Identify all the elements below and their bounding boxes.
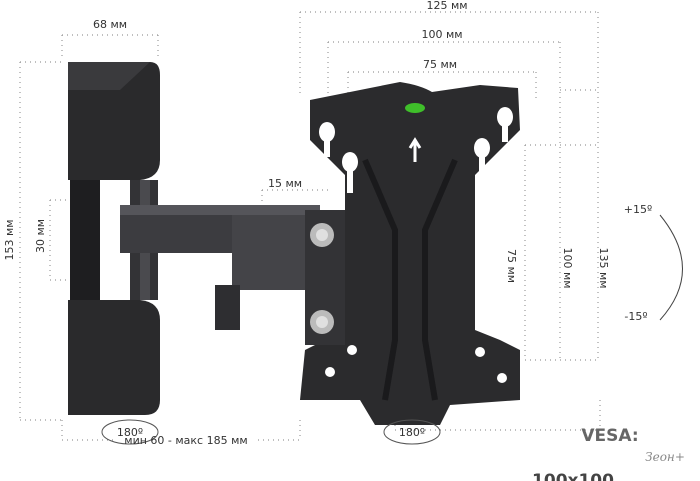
label-vesa-mid-height: 100 мм bbox=[561, 247, 574, 288]
label-vesa-outer-width: 125 мм bbox=[426, 0, 467, 12]
label-vesa-outer-height: 135 мм bbox=[597, 247, 610, 288]
label-arm-plate-width: 68 мм bbox=[93, 18, 127, 31]
swivel-tv-icon bbox=[383, 419, 441, 445]
label-swivel-wall: 180º bbox=[117, 426, 143, 439]
label-tilt-down: -15º bbox=[624, 310, 647, 323]
vesa-label: VESA: bbox=[581, 426, 638, 446]
dimension-lines bbox=[19, 11, 683, 441]
label-bracket-gap: 15 мм bbox=[268, 177, 302, 190]
label-vesa-mid-width: 100 мм bbox=[421, 28, 462, 41]
label-vesa-inner-width: 75 мм bbox=[423, 58, 457, 71]
label-extension: мин 60 - макс 185 мм bbox=[124, 434, 247, 447]
label-swivel-tv: 180º bbox=[399, 426, 425, 439]
swivel-wall-icon bbox=[101, 419, 159, 445]
watermark: Зеон+ bbox=[645, 450, 685, 464]
label-wall-plate-height: 153 мм bbox=[3, 219, 16, 260]
vesa-plate bbox=[300, 82, 520, 425]
label-tilt-up: +15º bbox=[624, 203, 652, 216]
bubble-level-icon bbox=[405, 103, 425, 113]
up-arrow-icon bbox=[408, 137, 422, 162]
label-vesa-inner-height: 75 мм bbox=[505, 249, 518, 283]
mounting-holes bbox=[319, 107, 513, 415]
label-arm-height: 30 мм bbox=[34, 219, 47, 253]
vesa-value: 100x100 bbox=[532, 471, 614, 481]
